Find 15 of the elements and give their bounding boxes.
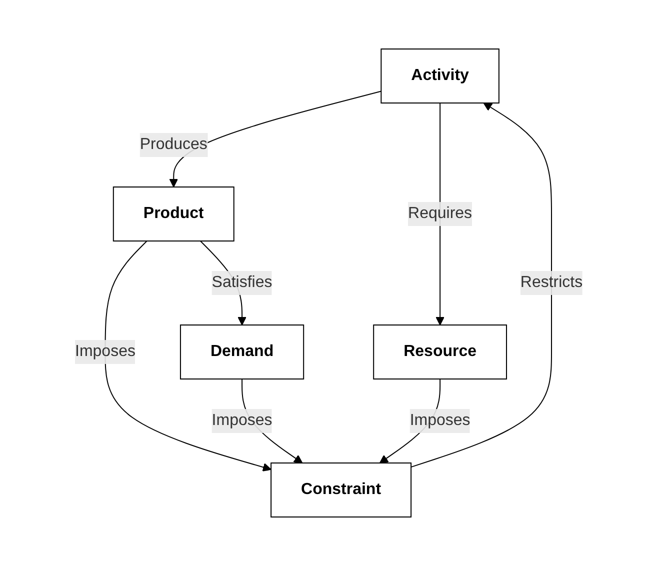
edge-label: Imposes xyxy=(212,412,272,429)
edge-label: Imposes xyxy=(410,412,470,429)
edge-label: Produces xyxy=(140,136,208,153)
edge-label: Restricts xyxy=(520,274,583,291)
node-box: Constraint xyxy=(270,462,412,518)
node-box: Resource xyxy=(373,324,508,380)
edge-label: Requires xyxy=(408,204,472,222)
arrow xyxy=(410,102,552,468)
arrow xyxy=(436,102,445,326)
edge-label: Imposes xyxy=(75,342,136,360)
node-box: Product xyxy=(113,186,235,242)
arrow xyxy=(169,90,382,188)
edge-label: Satisfies xyxy=(212,274,272,291)
node-box: Demand xyxy=(180,324,304,380)
node-box: Activity xyxy=(380,48,500,104)
